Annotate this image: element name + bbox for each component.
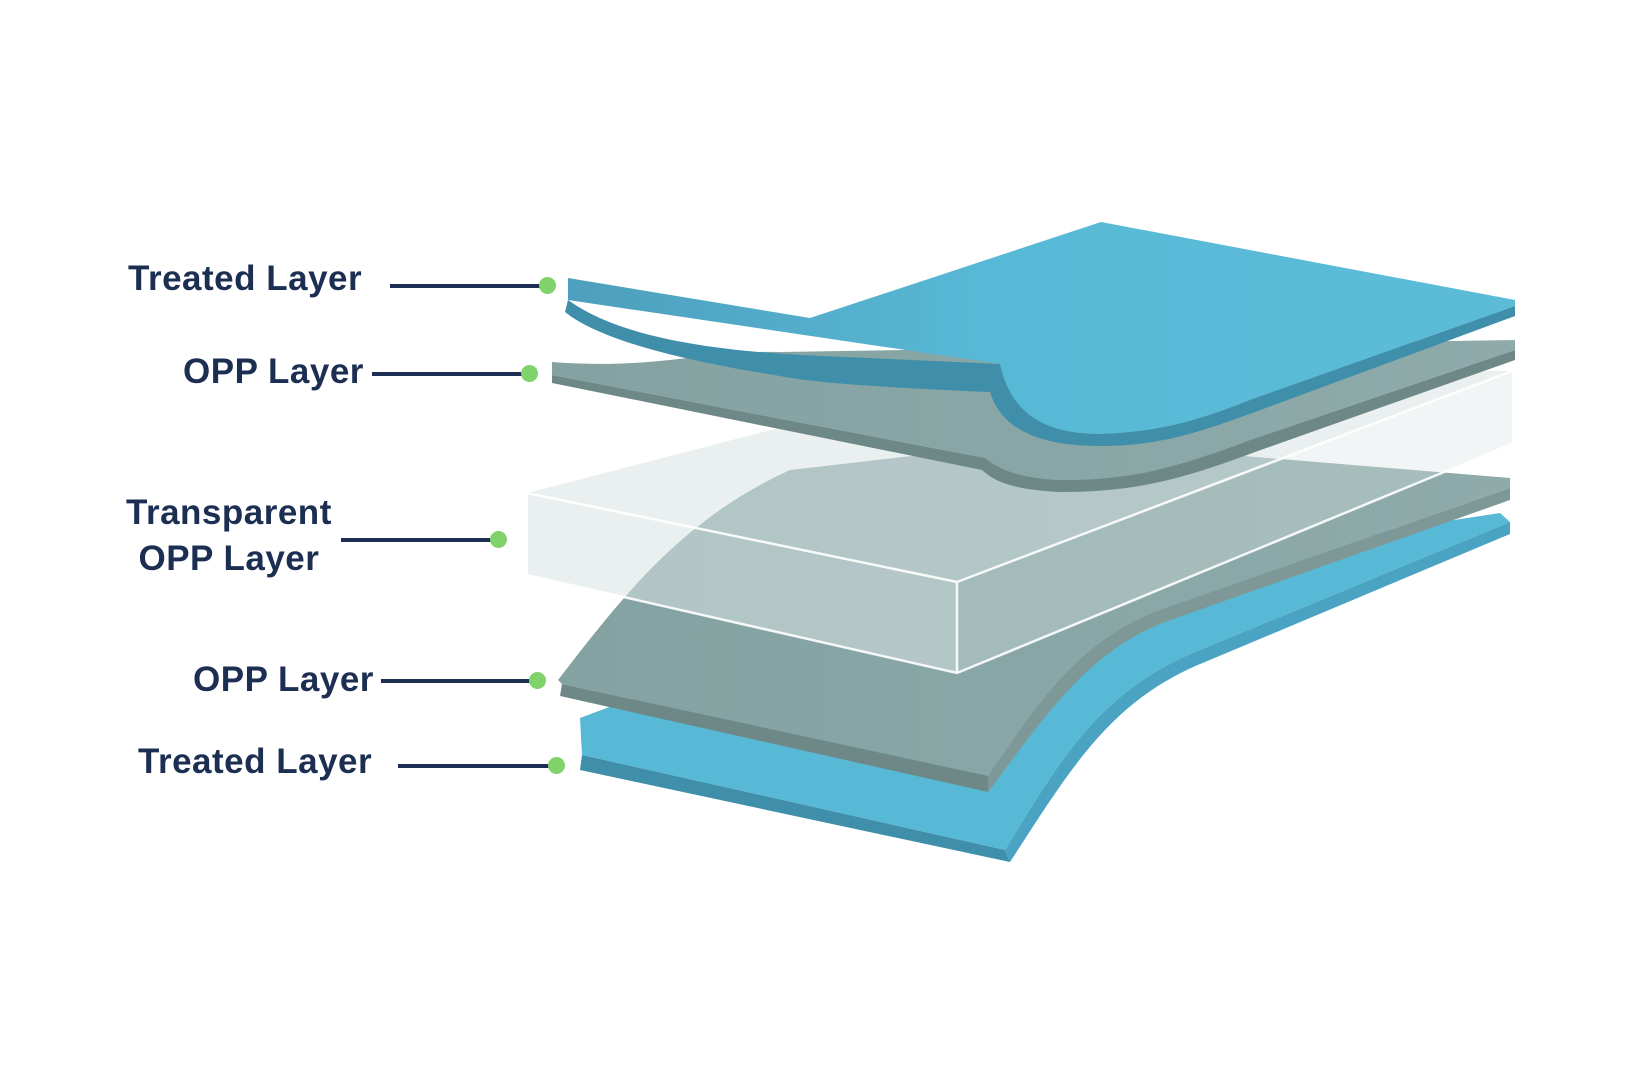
dot-top-opp [521, 365, 538, 382]
dot-bottom-treated [548, 757, 565, 774]
bottom-opp-layer-side [988, 488, 1510, 792]
dot-top-treated [539, 277, 556, 294]
bottom-opp-layer-edge [560, 684, 988, 792]
leader-line-top-opp [372, 372, 524, 376]
label-bottom-treated-layer: Treated Layer [138, 742, 373, 781]
label-top-opp-layer: OPP Layer [183, 352, 364, 391]
dot-transparent-opp [490, 531, 507, 548]
transparent-opp-outline [525, 369, 1513, 675]
dot-bottom-opp [529, 672, 546, 689]
leader-line-bottom-opp [381, 679, 532, 683]
label-transparent-opp-line-1: Transparent [126, 493, 332, 532]
label-transparent-opp-layer: Transparent OPP Layer [126, 490, 332, 582]
label-bottom-opp-layer: OPP Layer [193, 660, 374, 699]
label-top-treated-layer: Treated Layer [128, 259, 363, 298]
label-transparent-opp-line-2: OPP Layer [138, 539, 320, 578]
leader-line-top-treated [390, 284, 542, 288]
bottom-treated-layer-edge [580, 755, 1010, 862]
top-treated-layer [565, 222, 1515, 446]
transparent-opp-front-face [527, 493, 957, 673]
leader-line-transparent-opp [341, 538, 495, 542]
top-opp-layer-edge [552, 350, 1515, 492]
top-treated-layer-face [568, 222, 1515, 434]
leader-line-bottom-treated [398, 764, 551, 768]
transparent-opp-right-face [957, 371, 1512, 673]
